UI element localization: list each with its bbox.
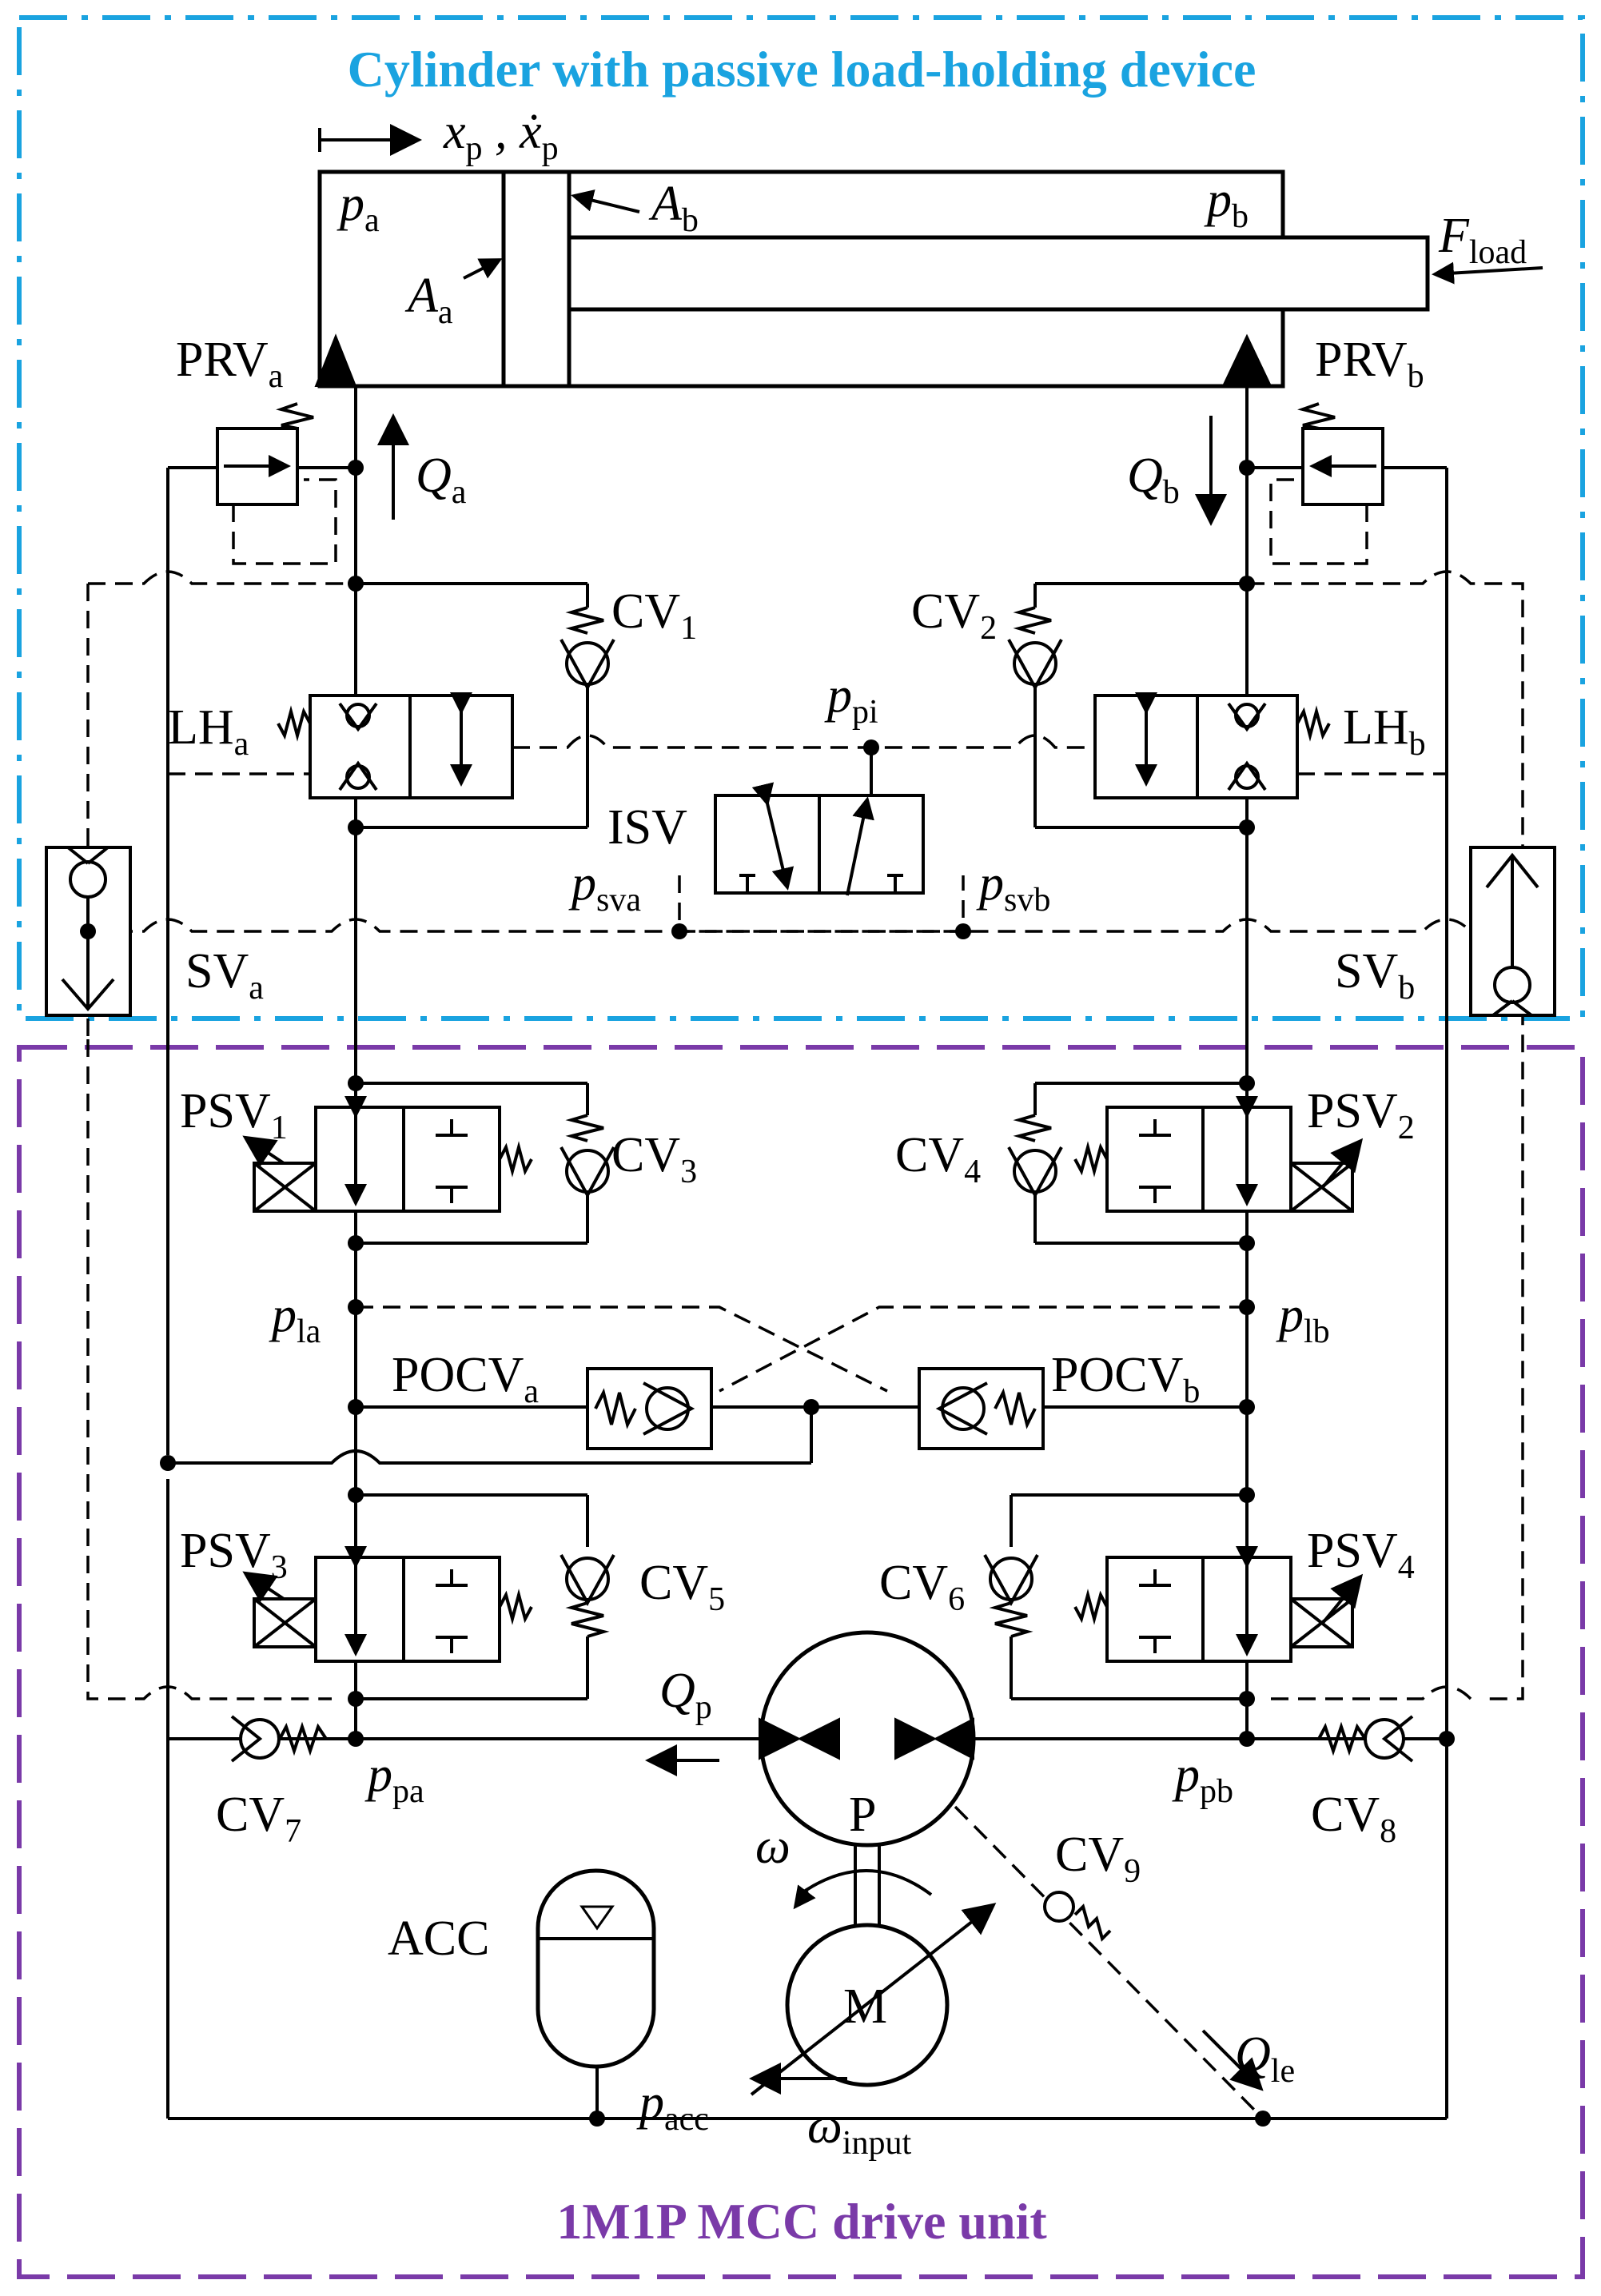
label-LHa: LHa	[168, 700, 249, 763]
motor	[749, 1903, 997, 2096]
drive-section-title: 1M1P MCC drive unit	[556, 2193, 1047, 2250]
main-lines	[166, 386, 1448, 2120]
cross-pilot-lines	[356, 1305, 1247, 1393]
cylinder-section-title: Cylinder with passive load-holding devic…	[348, 41, 1257, 98]
drive-section-border	[17, 1045, 1585, 2279]
prv-a	[168, 402, 356, 565]
pocv-bypass-line	[168, 1449, 811, 1465]
psv2-valve	[1007, 1082, 1364, 1245]
label-ISV: ISV	[607, 800, 687, 855]
label-M: M	[843, 1979, 887, 2034]
cv7	[230, 1715, 328, 1763]
label-Qb: Qb	[1127, 448, 1180, 511]
label-pla: pla	[269, 1288, 321, 1350]
label-CV7: CV7	[216, 1788, 301, 1850]
label-CV9: CV9	[1055, 1828, 1141, 1890]
sv-pilot-line	[88, 918, 1503, 933]
label-CV4: CV4	[895, 1128, 981, 1190]
label-SVa: SVa	[185, 944, 264, 1006]
label-ppa: ppa	[364, 1748, 424, 1810]
pilot-line-right	[1247, 570, 1524, 1700]
label-plb: plb	[1276, 1288, 1330, 1350]
pilot-line-left	[88, 570, 356, 585]
label-CV8: CV8	[1311, 1788, 1396, 1850]
label-Qle: Qle	[1235, 2027, 1295, 2090]
cv8	[1317, 1715, 1414, 1763]
label-psva: psva	[568, 856, 641, 919]
label-Ab: Ab	[648, 177, 699, 239]
label-pa: pa	[337, 177, 380, 239]
psv3-valve	[242, 1493, 615, 1700]
pump	[645, 1630, 976, 1931]
label-psvb: psvb	[976, 856, 1050, 919]
label-SVb: SVb	[1335, 944, 1415, 1006]
leakage-line	[954, 1805, 1264, 2120]
label-PRVb: PRVb	[1315, 333, 1424, 395]
cylinder	[314, 124, 1543, 389]
label-pacc: pacc	[636, 2075, 709, 2138]
cv2	[1007, 582, 1247, 829]
label-Fload: Fload	[1438, 209, 1527, 271]
label-CV1: CV1	[611, 584, 697, 647]
label-CV5: CV5	[639, 1556, 725, 1618]
label-omega-input: ωinput	[807, 2099, 911, 2162]
label-CV3: CV3	[611, 1128, 697, 1190]
label-PSV2: PSV2	[1307, 1084, 1415, 1146]
sv-b-valve	[1469, 846, 1556, 1017]
prv-b	[1247, 402, 1447, 565]
label-LHb: LHb	[1343, 700, 1426, 763]
pocv-b	[918, 1367, 1247, 1450]
label-POCVa: POCVa	[392, 1348, 539, 1410]
accumulator	[536, 1868, 656, 2119]
lh-b-valve	[1093, 692, 1447, 799]
cylinder-section-border	[17, 15, 1585, 1021]
label-PRVa: PRVa	[176, 333, 284, 395]
psv1-valve	[242, 1082, 615, 1245]
label-ACC: ACC	[388, 1911, 489, 1966]
junction-dots	[80, 460, 1455, 2127]
lh-a-valve	[168, 692, 1095, 799]
label-PSV3: PSV3	[180, 1524, 288, 1586]
label-PSV1: PSV1	[180, 1084, 288, 1146]
label-pb: pb	[1204, 173, 1249, 235]
psv4-valve	[983, 1493, 1364, 1700]
label-xp: xp , ẋp	[443, 105, 559, 167]
label-ppb: ppb	[1172, 1748, 1233, 1810]
label-PSV4: PSV4	[1307, 1524, 1415, 1586]
label-CV6: CV6	[879, 1556, 965, 1618]
label-Qa: Qa	[416, 448, 467, 511]
label-CV2: CV2	[911, 584, 997, 647]
cv1	[356, 582, 615, 829]
label-ppi: ppi	[824, 668, 878, 731]
bottom-pilot-line	[86, 1039, 332, 1700]
label-Qp: Qp	[659, 1664, 712, 1726]
label-P: P	[849, 1788, 876, 1842]
label-POCVb: POCVb	[1051, 1348, 1200, 1410]
label-Aa: Aa	[404, 269, 453, 331]
label-omega: ω	[755, 1820, 791, 1874]
isv-valve	[678, 747, 965, 933]
